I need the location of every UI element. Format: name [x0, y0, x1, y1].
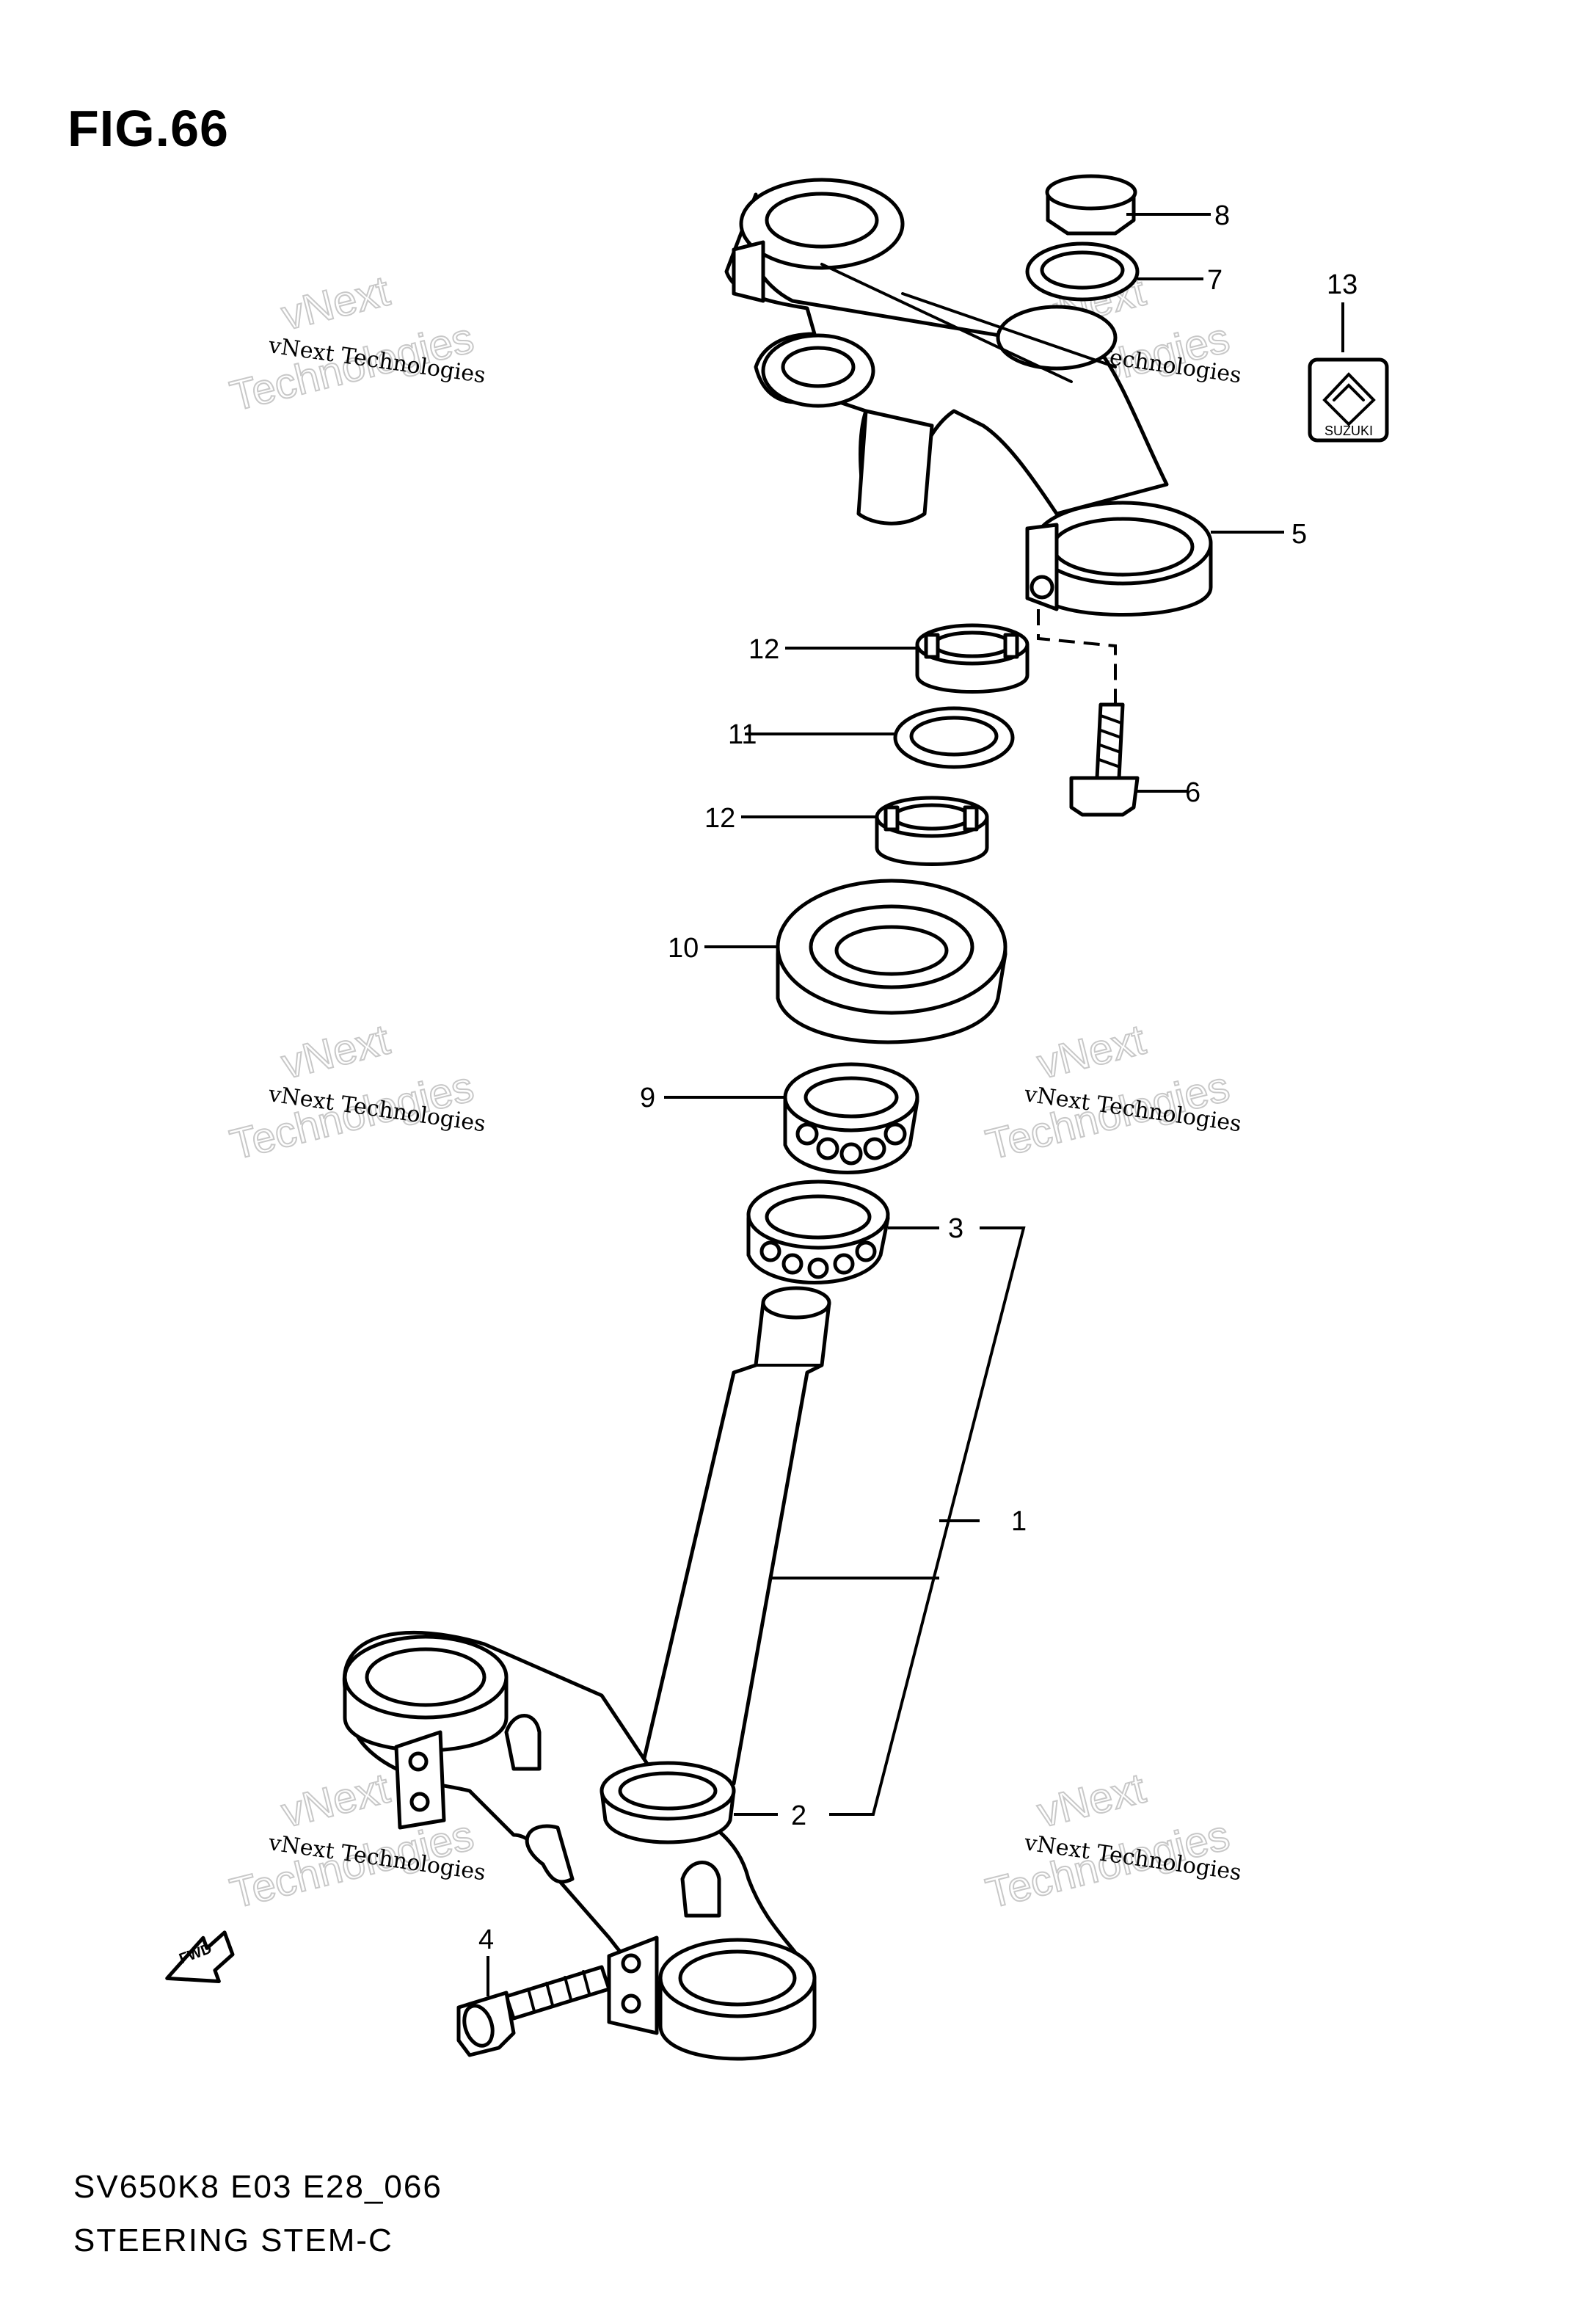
forward-direction-arrow-icon: FWD [165, 1930, 235, 1983]
callout-3: 3 [948, 1213, 963, 1244]
watermark-top-left: vNext Technologies vNext Technologies [225, 266, 487, 421]
callout-5: 5 [1291, 519, 1307, 550]
callout-12-lower: 12 [704, 803, 735, 834]
callout-1: 1 [1011, 1506, 1027, 1537]
figure-title: FIG.66 [68, 100, 229, 157]
emblem-text: SUZUKI [1324, 423, 1373, 438]
callout-12-upper: 12 [748, 634, 779, 665]
upper-bearing-part-9 [783, 1062, 919, 1174]
model-code: SV650K8 E03 E28_066 [73, 2169, 442, 2205]
svg-text:vNext: vNext [1032, 1016, 1150, 1088]
callout-11: 11 [728, 719, 757, 750]
pinch-bolt-part-6 [1037, 609, 1140, 817]
svg-text:vNext: vNext [1032, 1764, 1150, 1837]
watermark-mid-right: vNext Technologies vNext Technologies [980, 1015, 1242, 1170]
upper-bracket-part-5 [724, 178, 1213, 617]
steering-stem-head-nut-part-8 [1045, 174, 1137, 236]
lock-nut-upper-part-12 [915, 623, 1030, 694]
dust-seal-part-10 [776, 879, 1007, 1044]
svg-text:vNext: vNext [277, 267, 394, 340]
callout-9: 9 [640, 1083, 655, 1113]
watermark-bottom-right: vNext Technologies vNext Technologies [980, 1764, 1242, 1919]
svg-text:vNext: vNext [277, 1016, 394, 1088]
section-name: STEERING STEM-C [73, 2222, 393, 2258]
washer-part-7 [1025, 241, 1140, 302]
svg-text:vNext: vNext [277, 1764, 394, 1837]
callout-6: 6 [1185, 777, 1200, 808]
watermark-mid-left: vNext Technologies vNext Technologies [225, 1015, 487, 1170]
washer-part-11 [893, 706, 1015, 769]
callout-2: 2 [791, 1800, 806, 1831]
callout-4: 4 [478, 1924, 494, 1955]
steering-stem-lower-bracket-part-1 [342, 1286, 831, 2061]
callout-8: 8 [1214, 200, 1230, 231]
suzuki-emblem-part-13: SUZUKI [1308, 357, 1389, 443]
callout-labels: 8 7 13 5 6 12 11 12 10 9 3 1 2 4 [478, 200, 1358, 1955]
lower-bearing-part-3 [746, 1179, 890, 1284]
callout-7: 7 [1207, 265, 1222, 296]
callout-leaders [487, 213, 1344, 1996]
callout-10: 10 [668, 933, 699, 964]
callout-13: 13 [1327, 269, 1358, 300]
lock-nut-lower-part-12 [875, 796, 989, 866]
clamp-bolt-part-4 [456, 1965, 611, 2057]
